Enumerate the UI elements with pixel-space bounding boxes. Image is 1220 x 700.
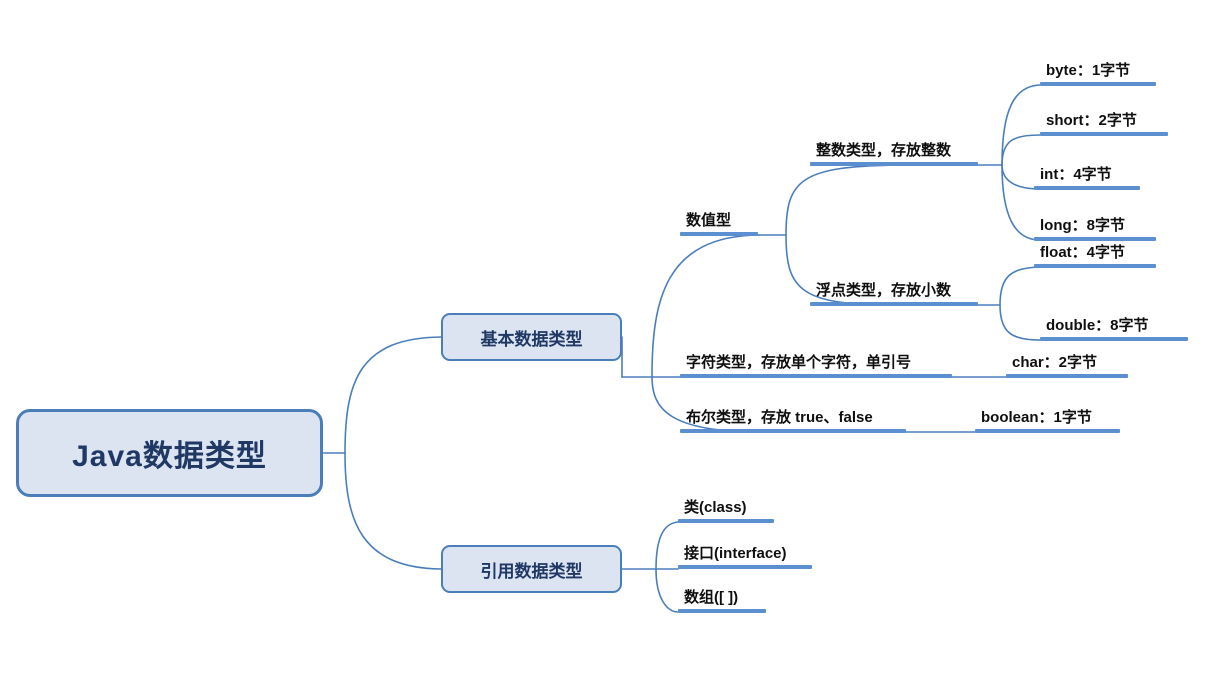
leaf-node-character[interactable]: 字符类型，存放单个字符，单引号 [680,342,952,378]
leaf-node-character-bar [680,374,952,378]
leaf-node-float[interactable]: float：4字节 [1034,232,1156,268]
leaf-node-char-bar [1006,374,1128,378]
leaf-node-numeric-label: 数值型 [686,211,732,229]
leaf-node-interface-label: 接口(interface) [684,544,787,562]
wire-root-to-primitive [344,336,442,454]
leaf-node-floating-bar [810,302,978,306]
leaf-node-byte-label: byte：1字节 [1046,61,1131,79]
leaf-node-double[interactable]: double：8字节 [1040,305,1188,341]
leaf-node-boolean[interactable]: boolean：1字节 [975,397,1120,433]
wire-numeric-to-integer [785,164,901,236]
leaf-node-floating[interactable]: 浮点类型，存放小数 [810,270,978,306]
leaf-node-class[interactable]: 类(class) [678,487,774,523]
leaf-node-interface-bar [678,565,812,569]
leaf-node-boolean-bar [975,429,1120,433]
wire-root-to-reference [344,452,442,570]
leaf-node-class-bar [678,519,774,523]
branch-node-primitive-label: 基本数据类型 [480,329,583,349]
leaf-node-class-label: 类(class) [684,498,747,516]
leaf-node-byte[interactable]: byte：1字节 [1040,50,1156,86]
leaf-node-array-bar [678,609,766,613]
wire-floating-to-float [999,266,1041,306]
leaf-node-numeric-bar [680,232,758,236]
leaf-node-char-label: char：2字节 [1012,353,1098,371]
branch-node-primitive[interactable]: 基本数据类型 [441,313,622,361]
wire-reference-to-array [655,568,679,613]
leaf-node-short-bar [1040,132,1168,136]
leaf-node-integer[interactable]: 整数类型，存放整数 [810,130,978,166]
wire-integer-to-byte [1001,84,1041,166]
leaf-node-boolean-type[interactable]: 布尔类型，存放 true、false [680,397,906,433]
leaf-node-numeric[interactable]: 数值型 [680,200,758,236]
leaf-node-integer-bar [810,162,978,166]
leaf-node-double-bar [1040,337,1188,341]
leaf-node-short-label: short：2字节 [1046,111,1137,129]
branch-node-reference-label: 引用数据类型 [480,561,583,581]
wire-floating-to-double [999,304,1041,341]
leaf-node-boolean-type-bar [680,429,906,433]
wire-reference-to-class [655,521,679,570]
leaf-node-array-label: 数组([ ]) [684,588,739,606]
leaf-node-long[interactable]: long：8字节 [1034,205,1156,241]
leaf-node-double-label: double：8字节 [1046,316,1149,334]
leaf-node-long-bar [1034,237,1156,241]
leaf-node-float-label: float：4字节 [1040,243,1126,261]
leaf-node-int-bar [1034,186,1140,190]
wire-primitive-stub [622,337,652,377]
leaf-node-byte-bar [1040,82,1156,86]
leaf-node-int[interactable]: int：4字节 [1034,154,1140,190]
leaf-node-float-bar [1034,264,1156,268]
leaf-node-character-label: 字符类型，存放单个字符，单引号 [686,353,912,371]
root-node[interactable]: Java数据类型 [16,409,323,497]
leaf-node-interface[interactable]: 接口(interface) [678,533,812,569]
leaf-node-floating-label: 浮点类型，存放小数 [816,281,952,299]
leaf-node-int-label: int：4字节 [1040,165,1112,183]
leaf-node-char[interactable]: char：2字节 [1006,342,1128,378]
branch-node-reference[interactable]: 引用数据类型 [441,545,622,593]
leaf-node-integer-label: 整数类型，存放整数 [816,141,952,159]
leaf-node-boolean-type-label: 布尔类型，存放 true、false [686,408,873,426]
leaf-node-short[interactable]: short：2字节 [1040,100,1168,136]
leaf-node-array[interactable]: 数组([ ]) [678,577,766,613]
leaf-node-long-label: long：8字节 [1040,216,1125,234]
leaf-node-boolean-label: boolean：1字节 [981,408,1092,426]
root-node-label: Java数据类型 [72,440,267,473]
